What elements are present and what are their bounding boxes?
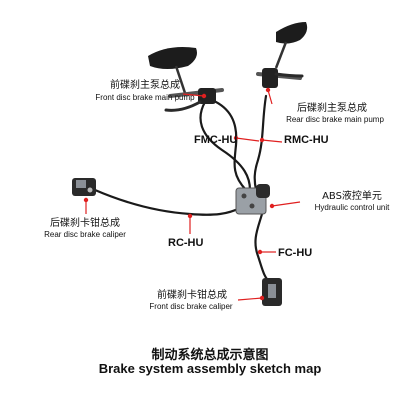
left-mirror-stem — [174, 65, 188, 97]
leader-lines — [83, 87, 301, 301]
abs-port — [249, 203, 255, 209]
rc-hu-label: RC-HU — [168, 237, 204, 249]
front-pump-assembly — [148, 47, 224, 112]
abs-motor — [256, 184, 270, 198]
diagram-title-cn: 制动系统总成示意图 — [151, 348, 269, 363]
rear-caliper-bolt — [87, 187, 93, 193]
rear-pump-label-en: Rear disc brake main pump — [286, 115, 384, 124]
rc-hu-hose — [93, 188, 242, 216]
rear-pump-leader — [267, 89, 273, 105]
front-pump-body — [198, 88, 216, 104]
abs-label-cn: ABS液控单元 — [322, 191, 382, 202]
front-caliper-bracket — [268, 284, 276, 298]
rmc-hu-leader — [261, 139, 283, 143]
rmc-hu-label: RMC-HU — [284, 134, 329, 146]
fc-hu-hose — [254, 212, 272, 284]
abs-leader — [271, 201, 301, 207]
diagram-title-en: Brake system assembly sketch map — [98, 361, 322, 376]
rear-pump-body — [262, 68, 278, 88]
rear-pump-lever — [274, 72, 304, 78]
rear-pump-label-cn: 后碟刹主泵总成 — [297, 103, 367, 114]
front-caliper — [262, 278, 282, 306]
rear-caliper-label-en: Rear disc brake caliper — [44, 230, 126, 239]
rear-caliper-label-cn: 后碟刹卡钳总成 — [50, 218, 120, 229]
left-mirror — [148, 47, 197, 69]
rear-caliper-bracket — [76, 180, 86, 188]
fmc-hu-label: FMC-HU — [194, 134, 238, 146]
fc-hu-label: FC-HU — [278, 247, 313, 259]
right-mirror — [276, 22, 308, 44]
front-caliper-leader — [237, 297, 263, 301]
brake-hoses — [93, 94, 272, 284]
rear-pump-assembly — [256, 22, 308, 88]
abs-port — [241, 193, 247, 199]
fmc-hu-leader — [235, 137, 260, 142]
fmc-hu-hose-2 — [199, 100, 252, 192]
front-pump-label-cn: 前碟刹主泵总成 — [110, 80, 180, 91]
abs-unit — [235, 184, 270, 215]
front-pump-leader — [182, 93, 205, 97]
rmc-hu-hose — [253, 94, 268, 192]
front-pump-lever — [164, 100, 202, 112]
right-mirror-stem — [274, 41, 288, 69]
rear-caliper — [72, 178, 96, 196]
front-pump-label-en: Front disc brake main pump — [95, 93, 195, 102]
front-caliper-label-cn: 前碟刹卡钳总成 — [157, 290, 227, 301]
fmc-hu-hose — [210, 98, 248, 192]
front-caliper-label-en: Front disc brake caliper — [149, 302, 233, 311]
abs-label-en: Hydraulic control unit — [314, 203, 390, 212]
